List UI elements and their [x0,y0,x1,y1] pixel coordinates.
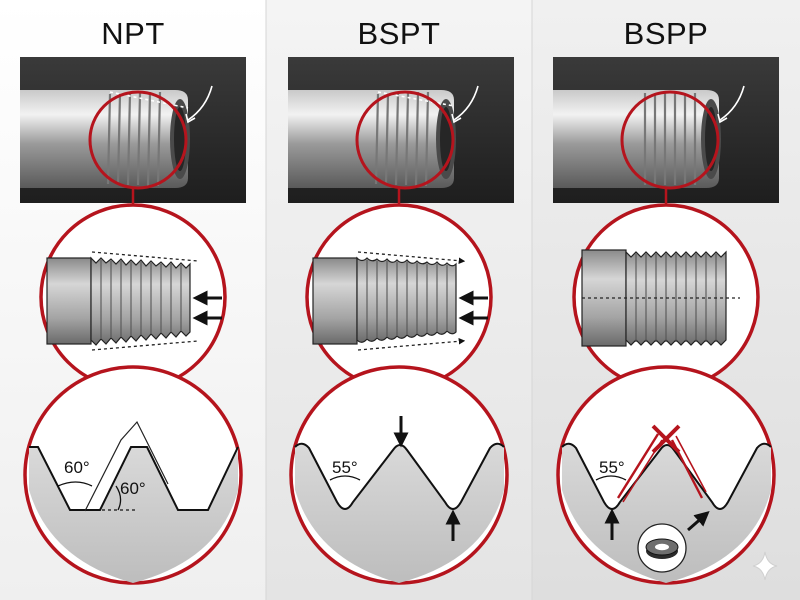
npt-angle-label-axis: 60° [120,479,146,498]
column-title-bspp: BSPP [624,16,709,51]
not-allowed-x-icon [651,424,681,454]
sealing-washer-icon [637,523,687,573]
column-title-npt: NPT [101,16,165,51]
bspt-thread-profile: 55° [289,365,509,585]
column-title-bspt: BSPT [358,16,441,51]
sparkle-icon [752,551,778,581]
bspp-angle-label: 55° [599,458,625,477]
bspt-angle-label: 55° [332,458,358,477]
bspp-photo [553,57,779,203]
bspt-photo [288,57,514,203]
npt-angle-label-flank: 60° [64,458,90,477]
npt-photo [20,57,246,203]
bspt-taper-detail [305,203,493,391]
npt-taper-detail [39,203,227,391]
bspp-thread-profile: 55° [556,365,776,585]
npt-thread-profile: 60° 60° [23,365,243,585]
bspp-parallel-detail [572,203,760,391]
